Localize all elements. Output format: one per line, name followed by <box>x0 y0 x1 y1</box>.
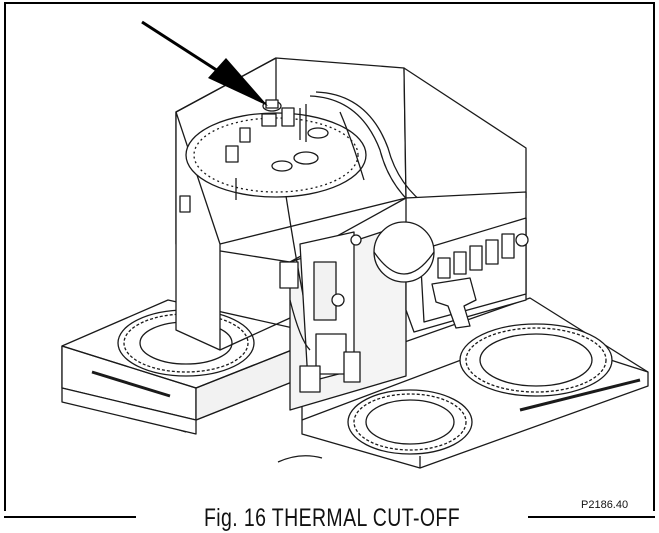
left-warmer-slot <box>91 370 171 398</box>
figure-frame <box>4 2 655 511</box>
right-warmer-plate <box>459 323 613 397</box>
toggle-knob <box>515 233 529 247</box>
figure-caption: Fig. 16 THERMAL CUT-OFF <box>203 504 461 532</box>
part-number: P2186.40 <box>581 499 629 511</box>
side-bracket <box>179 195 191 213</box>
rocker-switches <box>437 233 515 279</box>
faucet-handle <box>431 277 477 329</box>
tank-assembly <box>185 104 367 200</box>
indicator-arrow <box>141 20 268 106</box>
electrical-panel <box>279 231 362 393</box>
rear-plate-edge <box>277 455 323 463</box>
thermal-cutoff-switch <box>262 99 282 112</box>
caption-rule-left <box>4 516 136 518</box>
front-warmer-plate <box>347 389 473 455</box>
caption-rule-right <box>528 516 655 518</box>
